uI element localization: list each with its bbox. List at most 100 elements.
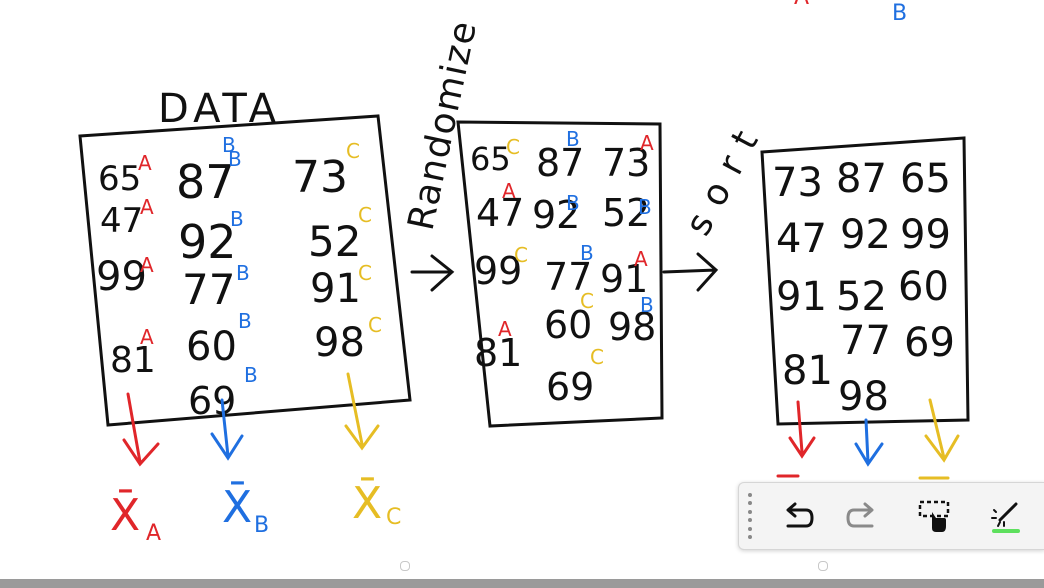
mean-b: X̄: [222, 480, 252, 533]
sorted-value: 87: [836, 156, 887, 202]
tag-b: B: [230, 207, 244, 231]
box-sorted: [760, 136, 970, 426]
rand-tag: C: [506, 135, 520, 159]
mean-c: X̄: [352, 476, 382, 529]
rand-value: 73: [602, 141, 650, 185]
sorted-value: 77: [840, 318, 891, 364]
value-b5: 69: [188, 379, 236, 423]
sorted-value: 52: [836, 274, 887, 320]
tag-b: B: [244, 363, 258, 387]
rand-tag: B: [580, 241, 594, 265]
value-c1: 73: [292, 152, 348, 203]
value-c3: 91: [310, 266, 361, 312]
rand-value: 60: [544, 303, 592, 347]
redo-button[interactable]: [839, 493, 885, 539]
rand-tag: C: [580, 289, 594, 313]
box-data-tags: A A A A B B B B B B C C C C: [138, 133, 382, 387]
undo-icon: [786, 502, 814, 528]
top-fragment-a: A: [794, 0, 809, 10]
value-b3: 77: [182, 265, 235, 314]
rand-value: 87: [536, 141, 584, 185]
randomize-label: Randomize: [401, 18, 485, 234]
value-b2: 92: [178, 215, 237, 269]
sorted-value: 98: [838, 374, 889, 420]
tag-a: A: [140, 325, 154, 349]
mean-arrows: [122, 372, 380, 467]
rand-value: 69: [546, 365, 594, 409]
sorted-value: 65: [900, 156, 951, 202]
rand-value: 65: [470, 140, 511, 178]
page-indicator-left: [400, 561, 410, 571]
page-indicator-right: [818, 561, 828, 571]
tag-a: A: [138, 151, 152, 175]
sorted-arrows: [788, 398, 960, 467]
tag-c: C: [368, 313, 382, 337]
toolbar-drag-handle[interactable]: [748, 493, 752, 539]
rand-tag: B: [640, 293, 654, 317]
rand-value: 99: [474, 249, 522, 293]
rand-value: 77: [544, 255, 592, 299]
sorted-value: 99: [900, 212, 951, 258]
drawing-toolbar: [738, 482, 1044, 550]
box-randomized-tags: C B A A B B C B A A C B C: [498, 127, 654, 369]
rand-tag: A: [634, 247, 648, 271]
sort-label: sort: [678, 124, 767, 242]
box-data: [78, 114, 412, 427]
magic-pen-button[interactable]: [983, 493, 1029, 539]
mean-a-sub: A: [146, 521, 161, 546]
sorted-value: 47: [776, 216, 827, 262]
sorted-value: 92: [840, 212, 891, 258]
box-sorted-values: 73 87 65 47 92 99 91 52 60 77 69 81 98: [772, 156, 955, 420]
magic-pen-icon: [991, 502, 1020, 533]
value-b4: 60: [186, 324, 237, 370]
value-a4: 81: [110, 340, 156, 381]
sorted-value: 81: [782, 348, 833, 394]
sorted-value: 73: [772, 160, 823, 206]
value-c4: 98: [314, 320, 365, 366]
rand-value: 52: [602, 191, 650, 235]
tag-a: A: [140, 195, 154, 219]
sorted-means-partial: [776, 474, 950, 480]
sort-arrow: [662, 252, 719, 292]
rand-value: 92: [532, 193, 580, 237]
tag-b: B: [222, 133, 236, 157]
value-a1: 65: [98, 159, 141, 199]
box-randomized: [456, 120, 664, 428]
sorted-value: 91: [776, 274, 827, 320]
mean-c-sub: C: [386, 505, 401, 530]
rand-value: 91: [600, 257, 648, 301]
tag-c: C: [358, 261, 372, 285]
value-a2: 47: [100, 201, 143, 241]
randomize-arrow: [410, 254, 455, 292]
box-randomized-values: 65 87 73 47 92 52 99 77 91 81 60 98 69: [470, 140, 656, 409]
lasso-select-icon: [918, 500, 950, 532]
bottom-bar: [0, 579, 1044, 588]
tag-a: A: [140, 253, 154, 277]
redo-icon: [846, 502, 874, 528]
rand-value: 47: [476, 191, 524, 235]
undo-button[interactable]: [775, 493, 821, 539]
means: X̄ A X̄ B X̄ C: [110, 476, 401, 546]
rand-tag: B: [566, 127, 580, 151]
mean-a: X̄: [110, 488, 140, 541]
sorted-value: 60: [898, 264, 949, 310]
rand-tag: C: [590, 345, 604, 369]
rand-tag: B: [638, 195, 652, 219]
tag-b: B: [228, 147, 242, 171]
tag-c: C: [358, 203, 372, 227]
rand-tag: B: [566, 191, 580, 215]
sorted-value: 69: [904, 320, 955, 366]
tag-b: B: [238, 309, 252, 333]
rand-tag: C: [514, 243, 528, 267]
rand-value: 81: [474, 331, 522, 375]
box-data-values: 65 47 99 81 87 92 77 60 69 73 52 91 98: [96, 152, 365, 423]
rand-tag: A: [640, 131, 654, 155]
lasso-select-button[interactable]: [911, 493, 957, 539]
tag-c: C: [346, 139, 360, 163]
mean-b-sub: B: [254, 513, 269, 538]
value-c2: 52: [308, 217, 361, 266]
rand-tag: A: [502, 179, 516, 203]
rand-value: 98: [608, 305, 656, 349]
rand-tag: A: [498, 317, 512, 341]
